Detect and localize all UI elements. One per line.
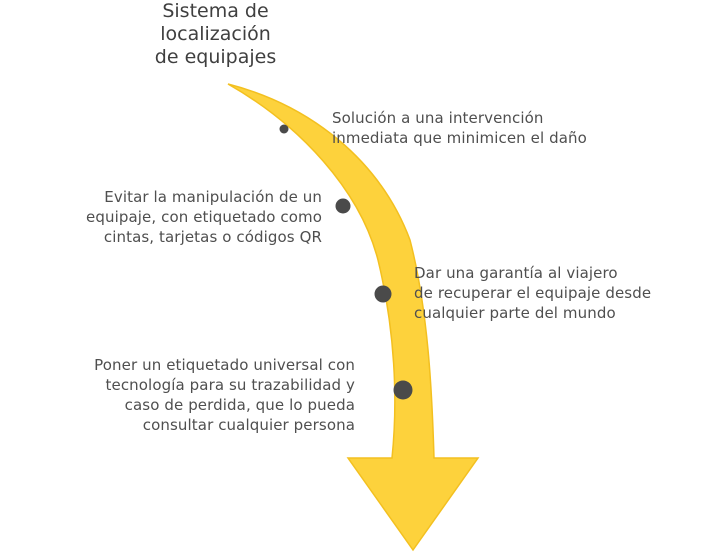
diagram-title: Sistema de localización de equipajes [154, 0, 277, 68]
step-dot-4 [393, 380, 413, 400]
step-dot-3 [374, 285, 392, 303]
step-label-2: Evitar la manipulación de un equipaje, c… [86, 188, 322, 246]
curved-arrow [227, 83, 480, 552]
step-label-3: Dar una garantía al viajero de recuperar… [414, 264, 652, 322]
step-label-1: Solución a una intervención inmediata qu… [332, 109, 587, 147]
step-label-4: Poner un etiquetado universal con tecnol… [94, 356, 355, 434]
step-dot-2 [335, 198, 351, 214]
step-dot-1 [279, 124, 289, 134]
